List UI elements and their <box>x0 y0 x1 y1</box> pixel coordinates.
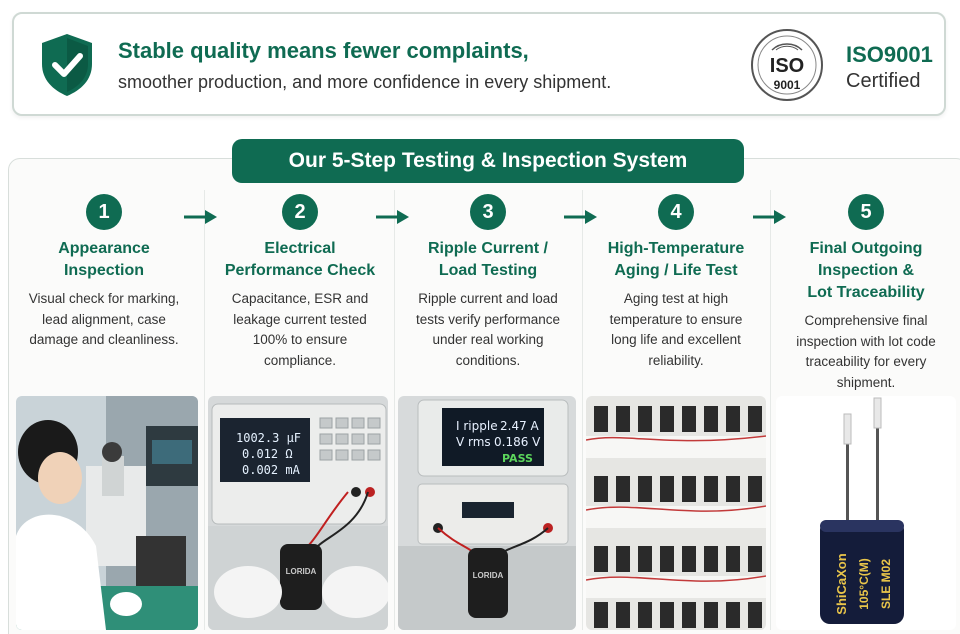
capacitor-brand-label: LORIDA <box>473 571 504 580</box>
step-description: Ripple current and load tests verify per… <box>398 289 578 371</box>
photo-aging-racks <box>586 396 766 630</box>
step-ripple-load-testing: 3 Ripple Current / Load Testing Ripple c… <box>398 190 578 630</box>
arrow-right-icon <box>376 210 409 224</box>
final-cap-rating: 105°C(M) <box>857 558 871 609</box>
meter-reading-capacitance: 1002.3 µF <box>236 431 301 445</box>
step-title-line: Lot Traceability <box>807 284 925 301</box>
ripple-voltage-value: 0.186 V <box>494 435 541 449</box>
step-title: Appearance Inspection <box>14 238 194 282</box>
photo-final-capacitor: ShiCaXon 105°C(M) SLE M02 <box>776 396 956 630</box>
step-desc-line: temperature to ensure <box>609 311 743 327</box>
step-desc-line: Aging test at high <box>623 291 729 306</box>
iso-cert-title: ISO9001 <box>846 42 933 67</box>
column-divider <box>582 190 583 630</box>
step-aging-life-test: 4 High-Temperature Aging / Life Test Agi… <box>586 190 766 630</box>
step-desc-line: compliance. <box>263 352 337 368</box>
step-title-line: Performance Check <box>224 262 376 279</box>
step-description: Capacitance, ESR and leakage current tes… <box>210 289 390 371</box>
step-title: High-Temperature Aging / Life Test <box>586 238 766 282</box>
step-title-line: Ripple Current / <box>427 240 548 257</box>
meter-reading-leakage: 0.002 mA <box>242 463 301 477</box>
step-desc-line: shipment. <box>836 374 896 390</box>
step-desc-line: conditions. <box>455 352 521 368</box>
step-description: Aging test at high temperature to ensure… <box>586 289 766 371</box>
step-desc-line: Ripple current and load <box>418 291 558 306</box>
step-desc-line: under real working <box>432 332 544 347</box>
step-desc-line: tests verify performance <box>415 311 561 327</box>
iso-seal-number: 9001 <box>774 78 801 92</box>
column-divider <box>770 190 771 630</box>
step-desc-line: long life and excellent <box>611 332 741 347</box>
iso-seal-text: ISO <box>770 55 804 77</box>
banner-subline: smoother production, and more confidence… <box>118 72 612 92</box>
photo-lcr-meter: 1002.3 µF 0.012 Ω 0.002 mA LORIDA <box>208 396 388 630</box>
step-desc-line: leakage current tested <box>233 311 367 327</box>
ripple-pass-status: PASS <box>502 452 533 465</box>
step-title: Ripple Current / Load Testing <box>398 238 578 282</box>
step-title: Final Outgoing Inspection & Lot Traceabi… <box>776 238 956 304</box>
iso-cert-sub: Certified <box>846 70 921 92</box>
step-desc-line: damage and cleanliness. <box>29 332 179 347</box>
step-number: 4 <box>658 194 694 230</box>
step-title-line: Inspection & <box>817 262 914 279</box>
step-title-line: Appearance <box>58 240 150 257</box>
step-desc-line: traceability for every <box>805 354 927 369</box>
final-cap-series: SLE M02 <box>879 559 893 609</box>
step-number: 2 <box>282 194 318 230</box>
step-number: 3 <box>470 194 506 230</box>
arrow-right-icon <box>753 210 786 224</box>
step-description: Visual check for marking, lead alignment… <box>14 289 194 351</box>
iso-seal-icon: ISO 9001 <box>751 29 823 101</box>
final-cap-brand: ShiCaXon <box>834 553 849 614</box>
shield-check-icon <box>42 34 92 96</box>
step-title: Electrical Performance Check <box>210 238 390 282</box>
column-divider <box>204 190 205 630</box>
step-number: 5 <box>848 194 884 230</box>
step-title-line: Aging / Life Test <box>614 262 738 279</box>
ripple-voltage-label: V rms <box>456 435 491 449</box>
ripple-current-label: I ripple <box>456 419 498 433</box>
step-title-line: Final Outgoing <box>809 240 923 257</box>
arrow-right-icon <box>564 210 597 224</box>
step-description: Comprehensive final inspection with lot … <box>776 311 956 393</box>
step-desc-line: lead alignment, case <box>42 311 166 327</box>
photo-technician-microscope <box>16 396 198 630</box>
capacitor-brand-label: LORIDA <box>286 567 317 576</box>
step-desc-line: inspection with lot code <box>796 333 936 349</box>
step-desc-line: 100% to ensure <box>252 332 348 347</box>
step-title-line: High-Temperature <box>607 240 745 257</box>
photo-ripple-tester: I ripple 2.47 A V rms 0.186 V PASS LORID… <box>398 396 576 630</box>
step-final-inspection: 5 Final Outgoing Inspection & Lot Tracea… <box>776 190 956 630</box>
step-desc-line: Visual check for marking, <box>28 291 180 306</box>
step-title-line: Electrical <box>264 240 336 257</box>
section-title: Our 5-Step Testing & Inspection System <box>232 139 744 183</box>
step-appearance-inspection: 1 Appearance Inspection Visual check for… <box>14 190 194 630</box>
step-title-line: Inspection <box>63 262 144 279</box>
column-divider <box>394 190 395 630</box>
step-number: 1 <box>86 194 122 230</box>
step-electrical-check: 2 Electrical Performance Check Capacitan… <box>210 190 390 630</box>
meter-reading-esr: 0.012 Ω <box>242 447 293 461</box>
banner-headline: Stable quality means fewer complaints, <box>118 38 529 63</box>
ripple-current-value: 2.47 A <box>500 419 540 433</box>
arrow-right-icon <box>184 210 217 224</box>
quality-banner: Stable quality means fewer complaints, s… <box>12 12 946 116</box>
step-desc-line: Comprehensive final <box>804 313 928 328</box>
step-title-line: Load Testing <box>438 262 538 279</box>
step-desc-line: Capacitance, ESR and <box>231 291 369 306</box>
step-desc-line: reliability. <box>648 352 704 368</box>
